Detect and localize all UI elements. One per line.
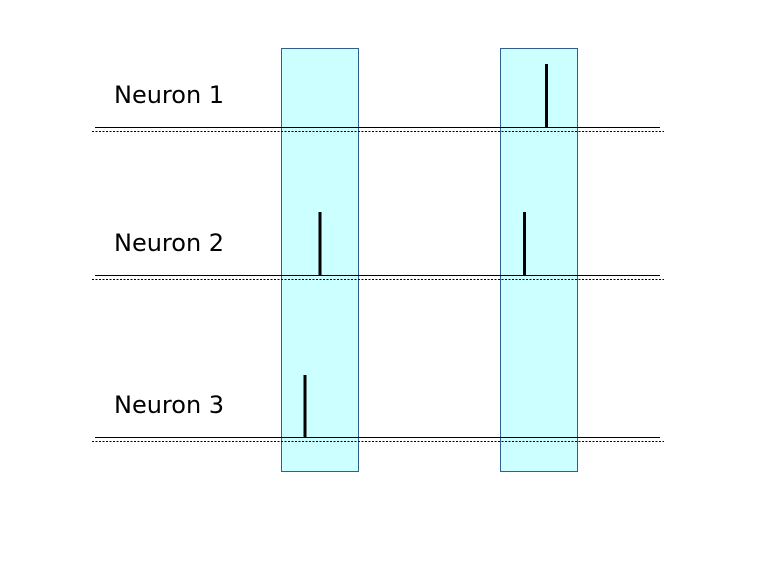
- neuron-3-baseline: [92, 437, 664, 442]
- neuron-1-baseline: [92, 127, 664, 132]
- neuron-2-label: Neuron 2: [114, 229, 224, 257]
- neuron-2-baseline: [92, 275, 664, 280]
- neuron-1-label: Neuron 1: [114, 81, 224, 109]
- neuron-3-label: Neuron 3: [114, 391, 224, 419]
- time-window-2: [500, 48, 578, 472]
